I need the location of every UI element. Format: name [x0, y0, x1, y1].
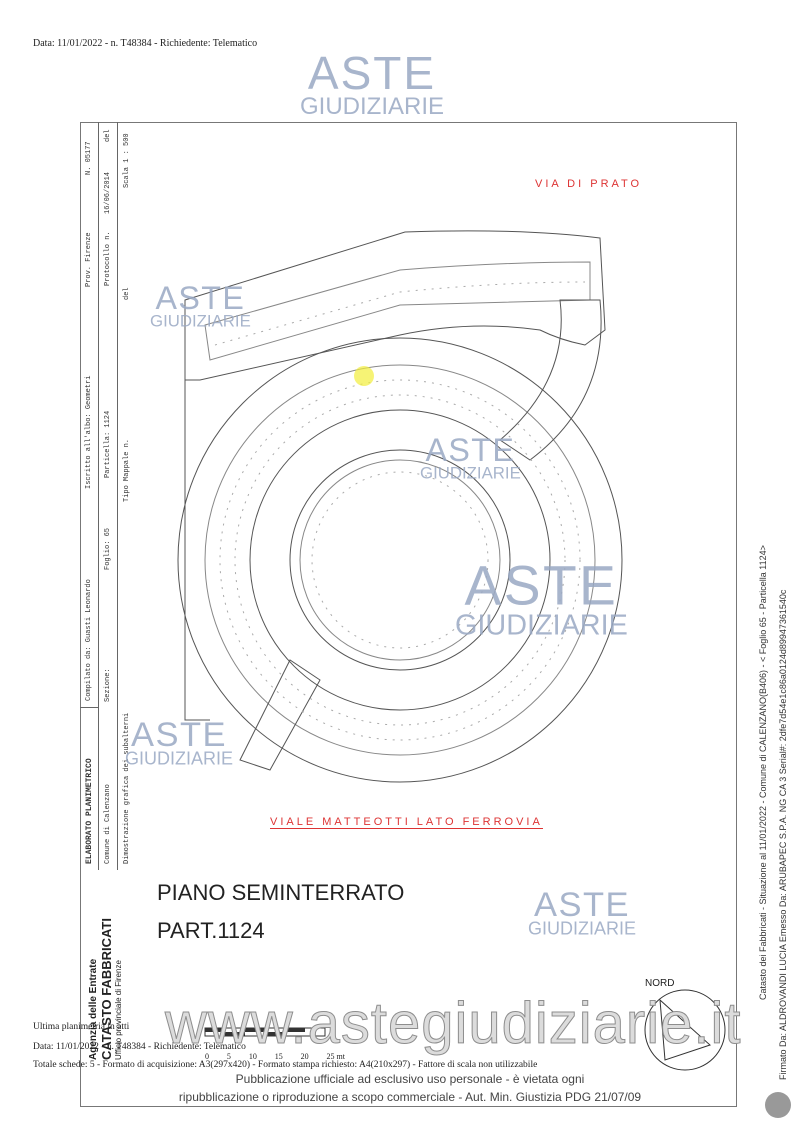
watermark-site: www.astegiudiziarie.it — [164, 991, 742, 1057]
seal-icon — [765, 1092, 791, 1118]
agency-dept: CATASTO FABBRICATI — [99, 917, 114, 1060]
plan-title: PIANO SEMINTERRATO — [157, 880, 405, 905]
publication-notice-2: ripubblicazione o riproduzione a scopo c… — [178, 1090, 642, 1104]
scale-tick: 10 — [248, 1052, 257, 1061]
street-label-bottom: VIALE MATTEOTTI LATO FERROVIA — [270, 816, 543, 829]
north-arrow — [644, 989, 726, 1071]
drawing-frame — [80, 122, 737, 1107]
footer-line3: Totale schede: 5 - Formato di acquisizio… — [33, 1060, 538, 1070]
left-edge — [184, 300, 210, 721]
agency-office: Ufficio provinciale di Firenze — [114, 960, 123, 1060]
agency-name: Agenzia delle Entrate — [88, 958, 99, 1060]
scale-tick: 20 — [300, 1052, 309, 1061]
agency-logo: Agenzia delle Entrate CATASTO FABBRICATI… — [88, 890, 123, 1060]
footer-line2: Data: 11/01/2022 - n. T48384 - Richieden… — [33, 1042, 246, 1052]
upper-wing — [184, 230, 606, 381]
street-label-top: VIA DI PRATO — [535, 178, 643, 190]
outer-ring — [177, 337, 623, 783]
scale-tick: 0 — [205, 1052, 209, 1061]
central-island — [299, 459, 501, 661]
north-label: NORD — [645, 978, 675, 989]
footer-line1: Ultima planimetria in atti — [33, 1022, 130, 1032]
ring-mid-outer — [204, 364, 596, 756]
digital-signature: Firmato Da: ALDROVANDI LUCIA Emesso Da: … — [778, 589, 788, 1080]
request-info: Data: 11/01/2022 - n. T48384 - Richieden… — [33, 38, 258, 49]
scale-bar — [204, 1027, 326, 1037]
highlight-mark — [354, 366, 374, 386]
upper-wing-inner — [204, 261, 591, 361]
ramp-southwest — [239, 659, 321, 771]
catasto-note: Catasto dei Fabbricati - Situazione al 1… — [758, 545, 768, 1000]
ring-road-outer — [249, 409, 551, 711]
scale-tick: 15 — [274, 1052, 283, 1061]
ring-road-inner — [289, 449, 511, 671]
publication-notice-1: Pubblicazione ufficiale ad esclusivo uso… — [235, 1072, 585, 1086]
plan-part: PART.1124 — [157, 918, 265, 943]
ramp-northeast — [499, 299, 602, 461]
scale-tick: 25 mt — [326, 1052, 345, 1061]
scale-ticks: 0 5 10 15 20 25 mt — [205, 1052, 345, 1061]
scale-tick: 5 — [226, 1052, 231, 1061]
